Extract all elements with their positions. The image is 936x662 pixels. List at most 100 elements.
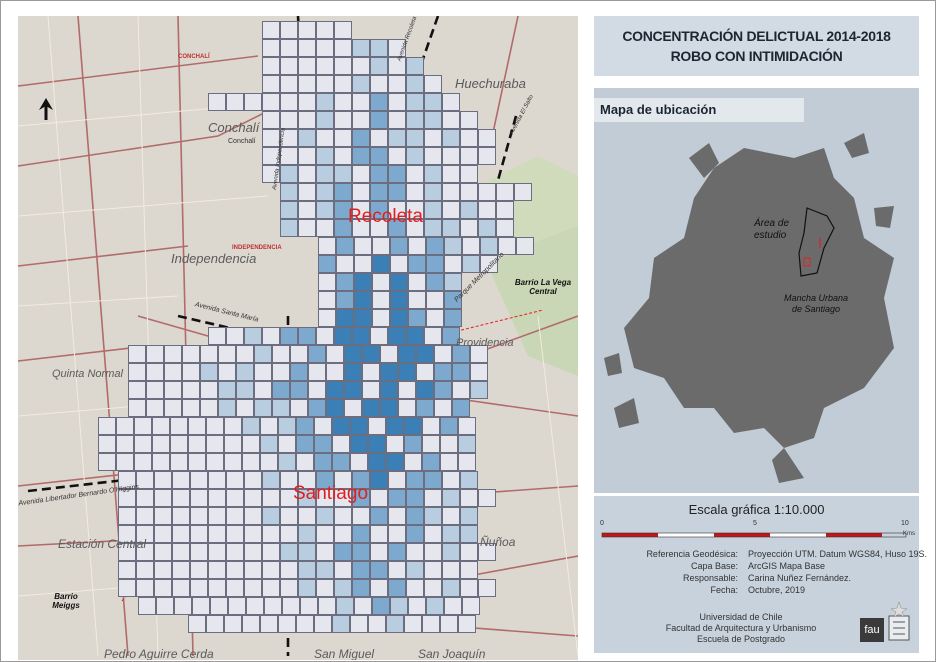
grid-cell: [426, 309, 444, 327]
grid-cell: [336, 597, 354, 615]
grid-cell: [388, 111, 406, 129]
grid-cell: [154, 561, 172, 579]
grid-cell: [134, 417, 152, 435]
grid-cell: [262, 165, 280, 183]
title-line2: ROBO CON INTIMIDACIÓN: [670, 48, 843, 64]
grid-cell: [444, 255, 462, 273]
grid-cell: [370, 507, 388, 525]
grid-cell: [118, 579, 136, 597]
grid-cell: [298, 525, 316, 543]
grid-cell: [200, 363, 218, 381]
grid-cell: [316, 93, 334, 111]
grid-cell: [334, 57, 352, 75]
grid-cell: [318, 273, 336, 291]
grid-cell: [134, 453, 152, 471]
crime-map[interactable]: Huechuraba Conchalí Independencia Quinta…: [18, 16, 578, 660]
grid-cell: [416, 345, 434, 363]
grid-cell: [298, 543, 316, 561]
grid-cell: [334, 183, 352, 201]
grid-cell: [404, 417, 422, 435]
grid-cell: [460, 129, 478, 147]
grid-cell: [208, 525, 226, 543]
grid-cell: [442, 183, 460, 201]
grid-cell: [154, 579, 172, 597]
grid-cell: [334, 525, 352, 543]
grid-cell: [154, 471, 172, 489]
location-map[interactable]: Área de estudio Mancha Urbana de Santiag…: [594, 88, 919, 493]
grid-cell: [470, 363, 488, 381]
grid-cell: [278, 453, 296, 471]
label-san-miguel: San Miguel: [314, 647, 375, 660]
crime-grid: [18, 16, 578, 660]
grid-cell: [296, 435, 314, 453]
label-pedro-aguirre-cerda: Pedro Aguirre Cerda: [104, 647, 214, 660]
grid-cell: [242, 417, 260, 435]
grid-cell: [118, 507, 136, 525]
grid-cell: [334, 471, 352, 489]
grid-cell: [244, 543, 262, 561]
grid-cell: [314, 453, 332, 471]
meta-value-geodesic: Proyección UTM. Datum WGS84, Huso 19S.: [748, 549, 928, 559]
grid-cell: [426, 597, 444, 615]
grid-cell: [424, 507, 442, 525]
grid-cell: [406, 111, 424, 129]
grid-cell: [424, 201, 442, 219]
meta-key-responsible: Responsable:: [682, 573, 738, 583]
grid-cell: [354, 273, 372, 291]
grid-cell: [316, 201, 334, 219]
grid-cell: [362, 399, 380, 417]
grid-cell: [406, 93, 424, 111]
grid-cell: [452, 345, 470, 363]
grid-cell: [516, 237, 534, 255]
grid-cell: [334, 201, 352, 219]
grid-cell: [442, 219, 460, 237]
grid-cell: [298, 561, 316, 579]
grid-cell: [380, 381, 398, 399]
grid-cell: [404, 435, 422, 453]
grid-cell: [380, 363, 398, 381]
grid-cell: [452, 381, 470, 399]
grid-cell: [290, 363, 308, 381]
grid-cell: [344, 363, 362, 381]
grid-cell: [334, 579, 352, 597]
grid-cell: [334, 147, 352, 165]
grid-cell: [444, 309, 462, 327]
grid-cell: [388, 75, 406, 93]
grid-cell: [262, 93, 280, 111]
grid-cell: [316, 129, 334, 147]
grid-cell: [390, 597, 408, 615]
grid-cell: [138, 597, 156, 615]
grid-cell: [280, 201, 298, 219]
grid-cell: [408, 597, 426, 615]
grid-cell: [326, 363, 344, 381]
grid-cell: [422, 615, 440, 633]
grid-cell: [442, 507, 460, 525]
grid-cell: [318, 291, 336, 309]
grid-cell: [424, 579, 442, 597]
grid-cell: [362, 345, 380, 363]
grid-cell: [316, 21, 334, 39]
grid-cell: [254, 399, 272, 417]
grid-cell: [460, 525, 478, 543]
grid-cell: [440, 417, 458, 435]
grid-cell: [334, 21, 352, 39]
grid-cell: [236, 399, 254, 417]
grid-cell: [280, 489, 298, 507]
grid-cell: [390, 291, 408, 309]
grid-cell: [334, 219, 352, 237]
grid-cell: [352, 579, 370, 597]
grid-cell: [352, 201, 370, 219]
scale-tick-5: 5: [753, 520, 757, 527]
grid-cell: [424, 489, 442, 507]
grid-cell: [352, 129, 370, 147]
grid-cell: [278, 435, 296, 453]
grid-cell: [260, 417, 278, 435]
grid-cell: [470, 345, 488, 363]
grid-cell: [334, 39, 352, 57]
grid-cell: [314, 417, 332, 435]
grid-cell: [458, 417, 476, 435]
grid-cell: [164, 399, 182, 417]
grid-cell: [442, 327, 460, 345]
grid-cell: [388, 507, 406, 525]
grid-cell: [326, 381, 344, 399]
